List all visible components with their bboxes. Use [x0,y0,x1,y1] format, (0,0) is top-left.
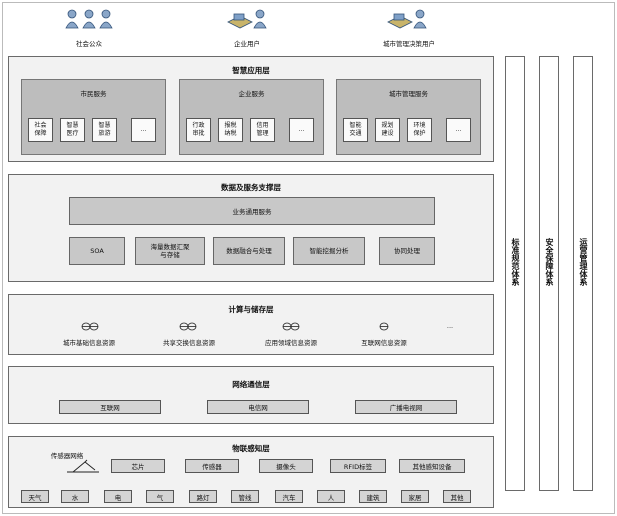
pipeline-box: 管线 [231,490,259,503]
user-label-city-decision: 城市管理决策用户 [383,40,435,48]
other-sensing-device-box: 其他感知设备 [399,459,465,473]
layer-title: 智慧应用层 [232,66,270,75]
sensor-box: 传感器 [185,459,239,473]
credit-management-box: 信用 管理 [250,118,275,142]
broadcast-tv-network-box: 广播电视网 [355,400,457,414]
standards-system-column: 标准规范体系 [505,56,525,491]
home-box: 家居 [401,490,429,503]
column-label: 安全保障体系 [545,238,554,286]
group-title: 市民服务 [80,90,107,98]
environment-protection-box: 环境 保护 [407,118,432,142]
camera-box: 摄像头 [259,459,313,473]
layer-title: 计算与储存层 [228,305,274,314]
social-security-box: 社会 保障 [28,118,53,142]
streetlight-box: 路灯 [189,490,217,503]
water-box: 水 [61,490,89,503]
smart-application-layer: 智慧应用层 市民服务 社会 保障 智慧 医疗 智慧 旅游 ... 企业服务 行政… [8,56,494,162]
layer-title: 网络通信层 [232,380,270,389]
people-group-icon [65,9,113,29]
smart-medical-box: 智慧 医疗 [60,118,85,142]
user-label-public: 社会公众 [76,40,102,48]
column-label: 运营管理体系 [579,238,588,286]
tax-box: 报税 纳税 [218,118,243,142]
database-icon [81,322,99,331]
person-box: 人 [317,490,345,503]
database-icon [282,322,300,331]
column-label: 标准规范体系 [511,238,520,286]
application-domain-info-label: 应用领域信息资源 [265,339,317,347]
data-service-support-layer: 数据及服务支撑层 业务通用服务 SOA 海量数据汇聚 与存储 数据融合与处理 智… [8,174,494,282]
sensor-network-icon [67,459,99,473]
smart-traffic-box: 智能 交通 [343,118,368,142]
gas-box: 气 [146,490,174,503]
layer-title: 数据及服务支撑层 [221,183,281,192]
operations-management-column: 运营管理体系 [573,56,593,491]
weather-box: 天气 [21,490,49,503]
intelligent-mining-box: 智能挖掘分析 [293,237,365,265]
data-fusion-box: 数据融合与处理 [213,237,285,265]
internet-box: 互联网 [59,400,161,414]
enterprise-services-group: 企业服务 行政 审批 报税 纳税 信用 管理 ... [179,79,324,155]
more-box: ... [131,118,156,142]
car-box: 汽车 [275,490,303,503]
database-icon [379,322,389,331]
more-ellipsis: ... [446,322,454,330]
telecom-network-box: 电信网 [207,400,309,414]
rfid-tag-box: RFID标签 [330,459,386,473]
compute-storage-layer: 计算与储存层 城市基础信息资源 共享交换信息资源 应用领域信息资源 互联网信息资… [8,294,494,355]
common-business-service-bar: 业务通用服务 [69,197,435,225]
building-box: 建筑 [359,490,387,503]
smart-tourism-box: 智慧 旅游 [92,118,117,142]
group-title: 城市管理服务 [389,90,428,98]
electricity-box: 电 [104,490,132,503]
users-row: 社会公众 企业用户 城市管理决策用户 [0,0,500,52]
other-box: 其他 [443,490,471,503]
group-title: 企业服务 [238,90,265,98]
collaborative-processing-box: 协同处理 [379,237,435,265]
admin-approval-box: 行政 审批 [186,118,211,142]
enterprise-user-icon [227,9,267,29]
layer-title: 物联感知层 [232,444,270,453]
planning-construction-box: 规划 建设 [375,118,400,142]
sensor-network-label: 传感器网络 [50,452,84,460]
city-management-services-group: 城市管理服务 智能 交通 规划 建设 环境 保护 ... [336,79,481,155]
more-box: ... [446,118,471,142]
user-label-enterprise: 企业用户 [234,40,260,48]
more-box: ... [289,118,314,142]
city-base-info-label: 城市基础信息资源 [63,339,115,347]
citizen-services-group: 市民服务 社会 保障 智慧 医疗 智慧 旅游 ... [21,79,166,155]
security-system-column: 安全保障体系 [539,56,559,491]
shared-exchange-info-label: 共享交换信息资源 [163,339,215,347]
network-communication-layer: 网络通信层 互联网 电信网 广播电视网 [8,366,494,424]
mass-data-storage-box: 海量数据汇聚 与存储 [135,237,205,265]
city-decision-user-icon [387,9,427,29]
internet-info-label: 互联网信息资源 [361,339,407,347]
iot-perception-layer: 物联感知层 传感器网络 芯片 传感器 摄像头 RFID标签 其他感知设备 天气 … [8,436,494,508]
soa-box: SOA [69,237,125,265]
database-icon [179,322,197,331]
chip-box: 芯片 [111,459,165,473]
